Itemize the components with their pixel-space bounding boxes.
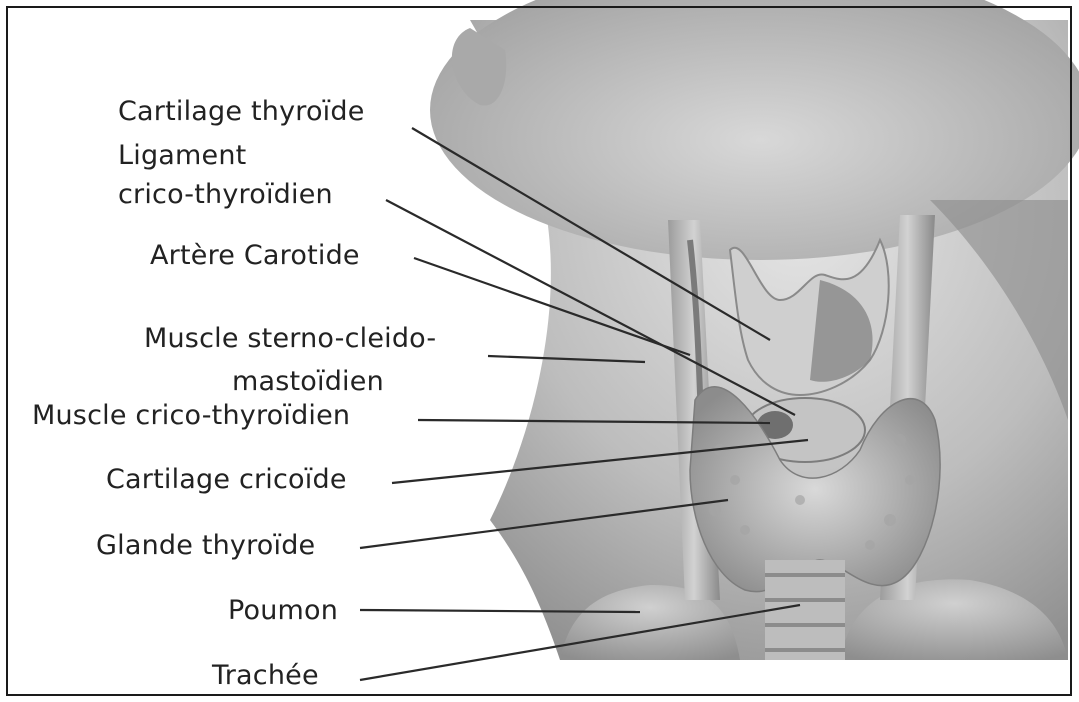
figure-border [6, 6, 1072, 696]
